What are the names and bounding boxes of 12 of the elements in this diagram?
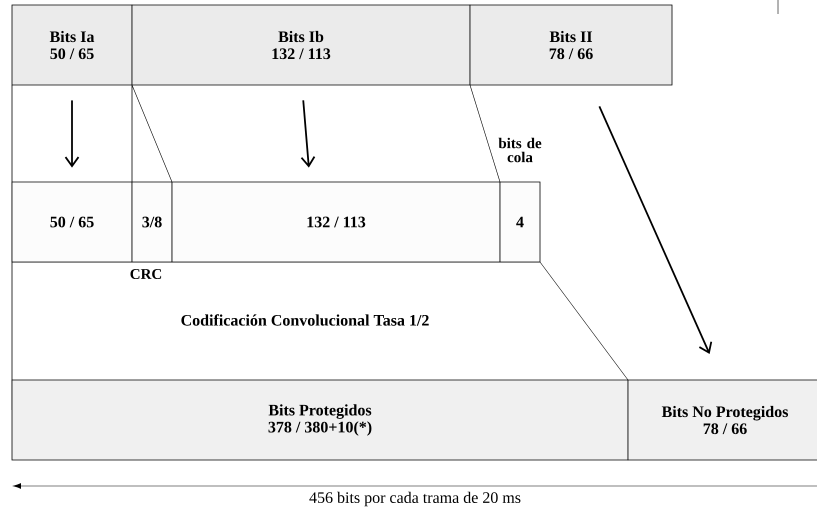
bit-field-box: 4 — [500, 182, 540, 262]
field-caption: bits de cola — [498, 138, 542, 162]
field-caption: CRC — [130, 268, 162, 280]
bit-field-box: 3/8 — [132, 182, 172, 262]
section-label: Codificación Convolucional Tasa 1/2 — [181, 314, 429, 326]
bit-field-box: Bits No Protegidos 78 / 66 — [628, 380, 817, 460]
bit-field-box: Bits II 78 / 66 — [470, 4, 672, 86]
bit-field-box: Bits Ia 50 / 65 — [12, 4, 132, 86]
arrow — [598, 106, 712, 354]
dimension-text: 456 bits por cada trama de 20 ms — [309, 492, 520, 506]
arrow — [300, 100, 316, 168]
arrow — [64, 100, 80, 168]
